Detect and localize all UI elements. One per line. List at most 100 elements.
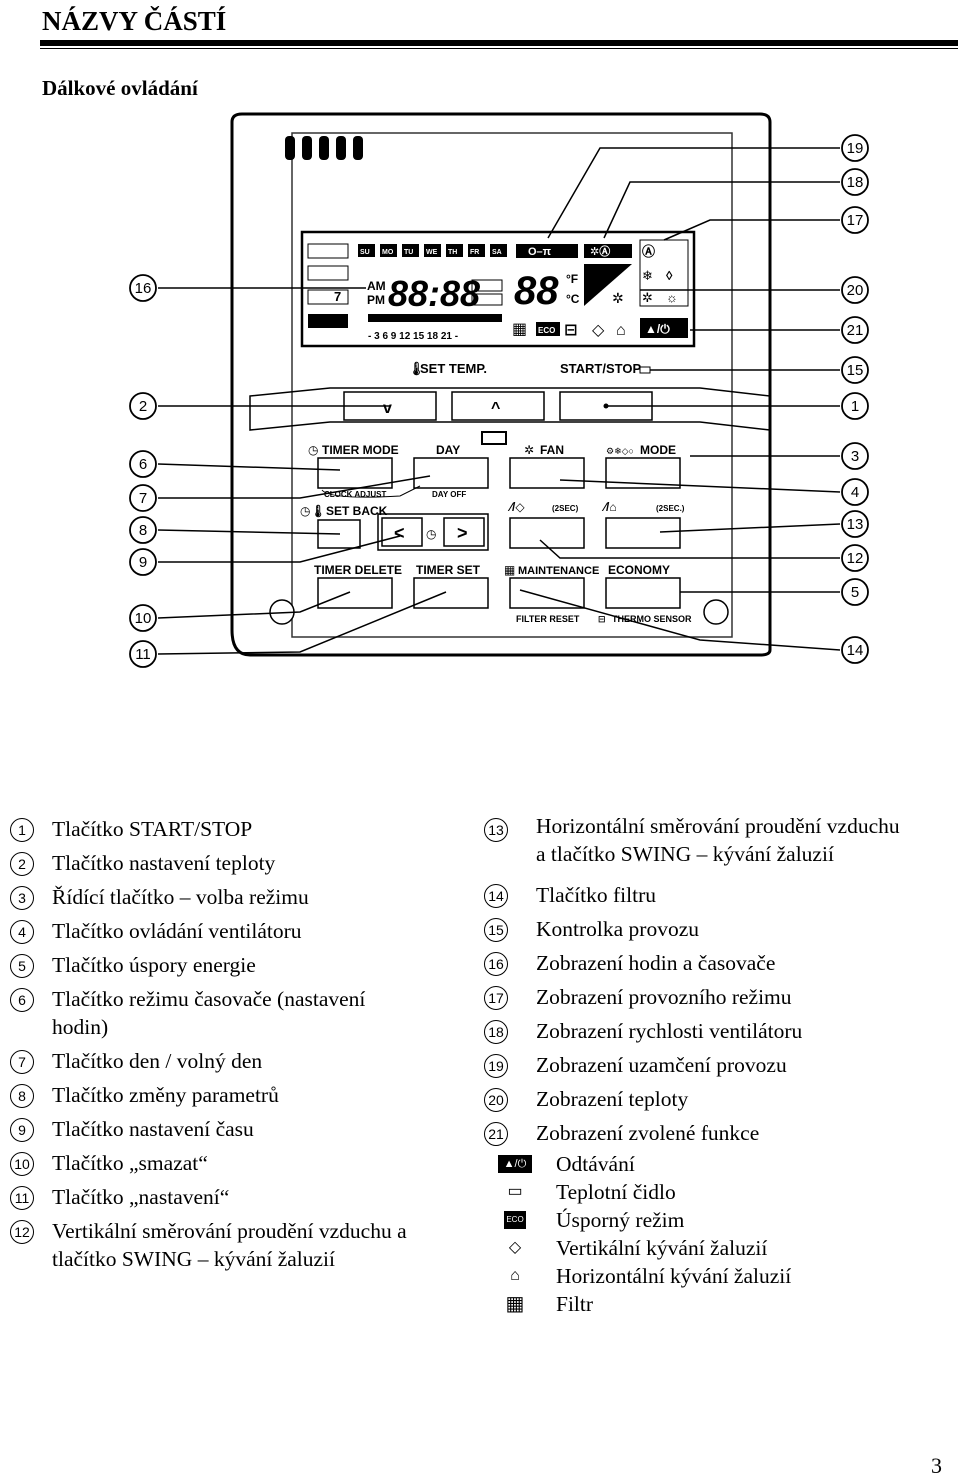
callout-15: 15 — [847, 362, 864, 379]
function-item-defrost: ▲/⏻ Odtávání — [484, 1150, 954, 1178]
callout-2: 2 — [139, 398, 147, 415]
callout-3: 3 — [851, 448, 859, 465]
fan-button[interactable] — [509, 457, 585, 489]
timer-delete-label: TIMER DELETE — [314, 563, 402, 577]
legend-number: 3 — [10, 886, 34, 910]
remote-front-panel — [291, 132, 733, 638]
fan-icon: ✲ — [612, 290, 624, 306]
fan-label: FAN — [540, 443, 564, 457]
callouts-left: 16 2 6 7 8 9 10 11 — [129, 274, 157, 668]
dry-mode-icon: ◊ — [666, 268, 673, 283]
day-indicators: SU MO TU WE TH FR SA — [358, 244, 507, 257]
legend-number: 9 — [10, 1118, 34, 1142]
legend-text-line2: tlačítko SWING – kývání žaluzií — [52, 1247, 336, 1271]
function-item-filter: ▦Filtr — [484, 1290, 954, 1318]
legend-text: Tlačítko den / volný den — [52, 1049, 263, 1073]
vertical-swing-button[interactable] — [509, 517, 585, 549]
legend-text-line2: hodin) — [52, 1015, 109, 1039]
defrost-icon: ▲/⏻ — [498, 1155, 532, 1173]
economy-button[interactable] — [605, 577, 681, 609]
callout-1: 1 — [851, 398, 859, 415]
timer-set-button[interactable] — [413, 577, 489, 609]
time-clock-icon: ◷ — [426, 527, 437, 541]
timer-set-label: TIMER SET — [416, 563, 481, 577]
time-back-button[interactable] — [381, 517, 423, 547]
legend-number: 5 — [10, 954, 34, 978]
legend-number: 15 — [484, 918, 508, 942]
mode-symbols-icon: ⚙❄◇○ — [606, 446, 634, 456]
thermo-sensor-label: THERMO SENSOR — [612, 614, 692, 624]
remote-body — [230, 112, 772, 657]
thermo-sensor-icon: ▭ — [507, 1183, 523, 1200]
legend-number: 2 — [10, 852, 34, 876]
legend-text: Tlačítko „smazat“ — [52, 1151, 208, 1175]
legend-text: Zobrazení zvolené funkce — [536, 1121, 760, 1145]
legend-number: 20 — [484, 1088, 508, 1112]
fan-auto-icon: ✲Ⓐ — [590, 244, 610, 258]
day-we: WE — [426, 249, 438, 256]
legend-number: 18 — [484, 1020, 508, 1044]
timer-on-off-icon — [471, 279, 503, 292]
function-text: Odtávání — [556, 1152, 635, 1176]
fan-speed-bars — [584, 264, 632, 306]
timer-delete-button[interactable] — [317, 577, 393, 609]
callout-13: 13 — [847, 516, 864, 533]
filter-icon: ▦ — [505, 1293, 525, 1315]
timer-off-icon — [307, 265, 349, 281]
unit-c: °C — [566, 292, 580, 306]
fan-mode-icon: ✲ — [642, 290, 653, 305]
eco-badge: ECO — [538, 326, 555, 335]
maintenance-filter-icon: ▦ — [504, 563, 515, 577]
timer-mode-button[interactable] — [317, 457, 393, 489]
callouts-right: 19 18 17 20 21 15 1 3 4 13 12 5 14 — [841, 134, 869, 664]
defrost-indicator-bg — [640, 318, 688, 338]
callout-16: 16 — [135, 280, 152, 297]
vent-slots — [285, 136, 363, 160]
left-arrow-icon: < — [394, 523, 405, 543]
title-rule — [40, 40, 958, 46]
legend-number: 11 — [10, 1186, 34, 1210]
legend-text: Tlačítko START/STOP — [52, 817, 253, 841]
maintenance-button[interactable] — [509, 577, 585, 609]
vertical-swing-icon: ◇ — [508, 1239, 522, 1256]
function-text: Horizontální kývání žaluzií — [556, 1264, 792, 1288]
eco-icon: ECO — [504, 1211, 526, 1229]
function-item-thermo-sensor: ▭Teplotní čidlo — [484, 1178, 954, 1206]
callout-10: 10 — [135, 610, 152, 627]
auto-mode-icon: Ⓐ — [642, 244, 655, 259]
function-item-vertical-swing: ◇Vertikální kývání žaluzií — [484, 1234, 954, 1262]
thermometer-icon: 🌡 — [408, 361, 425, 376]
key-lock-icon: O–π — [528, 246, 552, 258]
legend-text: Zobrazení hodin a časovače — [536, 951, 776, 975]
time-forward-button[interactable] — [443, 517, 485, 547]
legend-number: 6 — [10, 988, 34, 1012]
time-adjust-frame — [377, 513, 489, 551]
day-button[interactable] — [413, 457, 489, 489]
legend-text-line2: a tlačítko SWING – kývání žaluzií — [536, 842, 834, 866]
economy-label: ECONOMY — [608, 563, 670, 577]
callout-5: 5 — [851, 584, 859, 601]
filter-reset-label: FILTER RESET — [516, 614, 580, 624]
vertical-swing-icon-lcd: ◇ — [592, 322, 605, 339]
legend-text: Zobrazení uzamčení provozu — [536, 1053, 787, 1077]
thermo-sensor-icon-lcd: ⊟ — [564, 322, 577, 339]
temp-up-button[interactable] — [451, 391, 545, 421]
maintenance-label: MAINTENANCE — [518, 565, 599, 577]
callout-19: 19 — [847, 140, 864, 157]
legend-number: 17 — [484, 986, 508, 1010]
hour-ticks: - 3 6 9 12 15 18 21 - — [368, 331, 458, 342]
legend-text: Tlačítko ovládání ventilátoru — [52, 919, 302, 943]
day-mo: MO — [382, 249, 394, 256]
horizontal-swing-button[interactable] — [605, 517, 681, 549]
